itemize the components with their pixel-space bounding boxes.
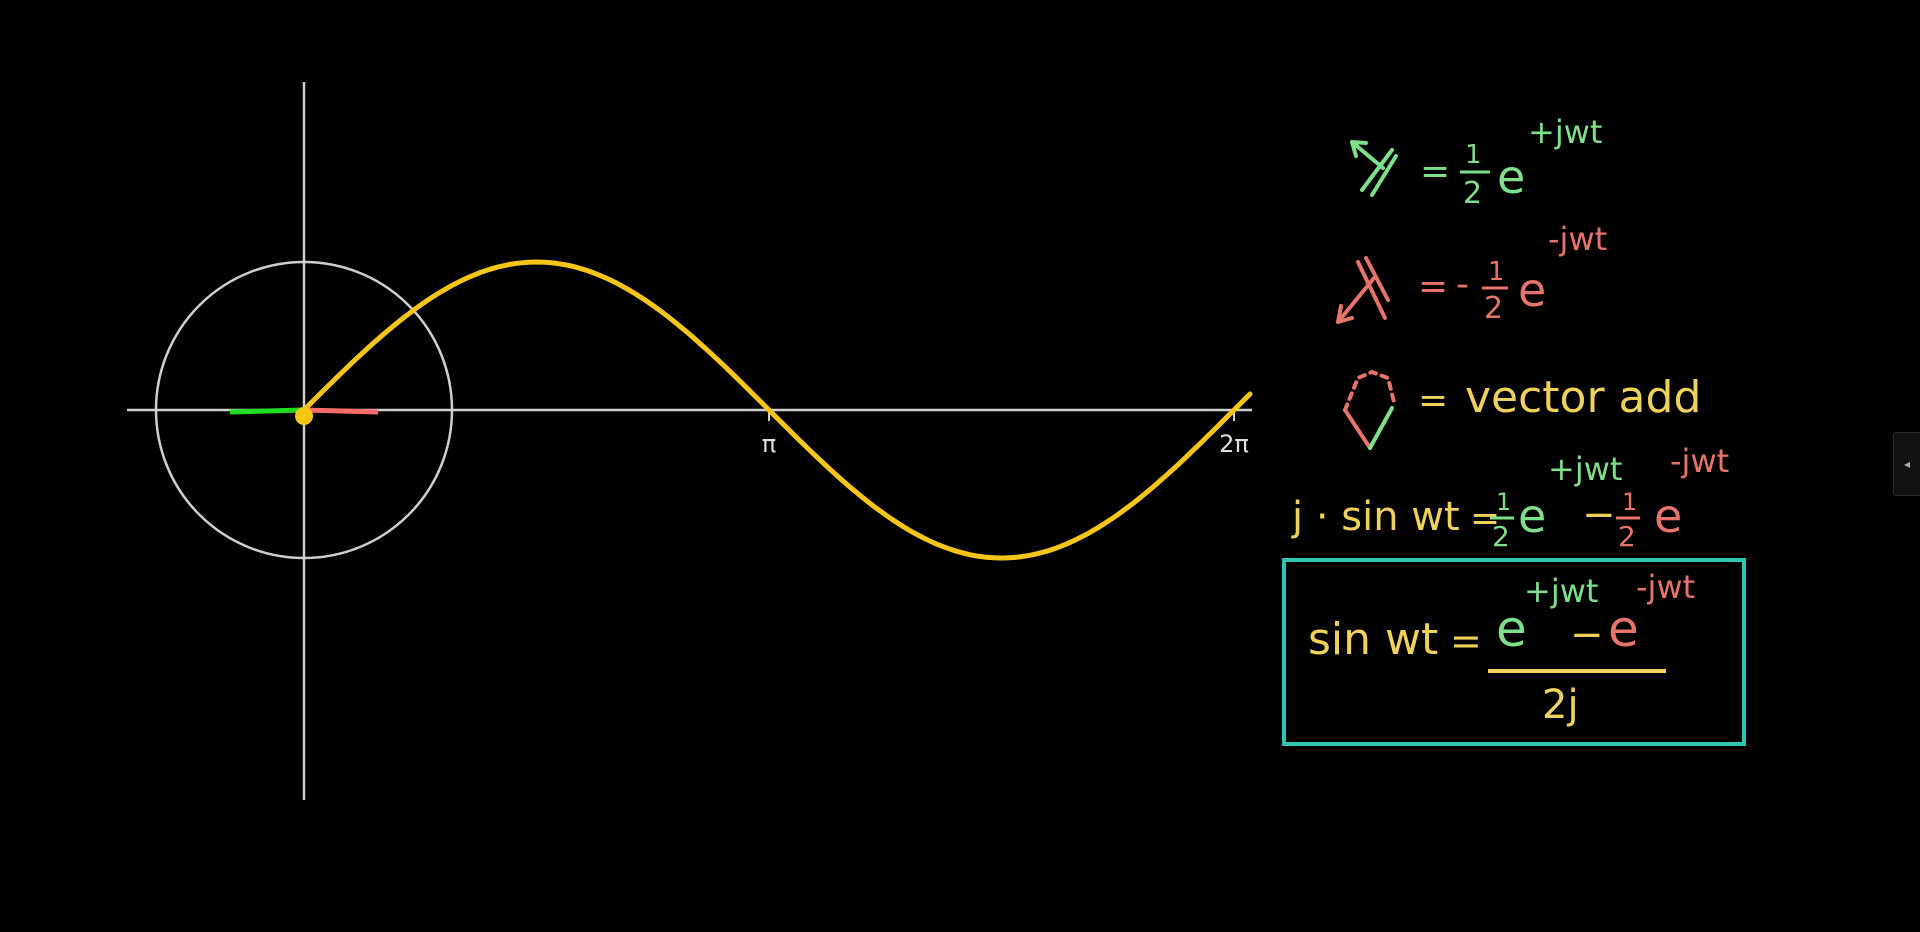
svg-text:2: 2 (1618, 520, 1636, 553)
svg-text:1: 1 (1465, 140, 1482, 170)
note-line-1: = 1 2 e +jwt (1350, 113, 1602, 211)
note-line-3: = vector add (1343, 369, 1701, 450)
origin-point (295, 407, 313, 425)
svg-text:1: 1 (1488, 257, 1505, 287)
result-box (1282, 558, 1746, 746)
svg-text:=: = (1418, 266, 1448, 307)
svg-text:-jwt: -jwt (1670, 442, 1729, 480)
svg-text:e: e (1496, 600, 1527, 658)
svg-text:+jwt: +jwt (1528, 113, 1602, 151)
vector-add-diagram-icon (1343, 369, 1397, 450)
svg-text:e: e (1518, 263, 1546, 317)
svg-text:−: − (1570, 612, 1604, 658)
svg-text:j · sin wt: j · sin wt (1291, 494, 1460, 540)
svg-text:e: e (1654, 489, 1682, 543)
red-arrow-vector-icon (1336, 256, 1390, 324)
svg-text:vector add: vector add (1465, 372, 1701, 423)
collapse-left-icon: ◂ (1903, 457, 1911, 471)
tick-label-pi: π (762, 430, 776, 458)
note-line-2: = - 1 2 e -jwt (1336, 220, 1607, 326)
svg-text:−: − (1582, 492, 1616, 538)
sine-curve (301, 259, 1253, 561)
svg-text:2: 2 (1484, 291, 1503, 326)
svg-text:e: e (1608, 600, 1639, 658)
unit-circle (154, 260, 454, 560)
svg-text:1: 1 (1496, 488, 1511, 516)
svg-text:2: 2 (1492, 520, 1510, 553)
svg-text:sin wt: sin wt (1308, 614, 1438, 665)
svg-text:+jwt: +jwt (1548, 450, 1622, 488)
svg-text:e: e (1497, 150, 1525, 204)
svg-text:-jwt: -jwt (1636, 568, 1695, 606)
svg-text:1: 1 (1622, 488, 1637, 516)
svg-text:-jwt: -jwt (1548, 220, 1607, 258)
tick-label-2pi: 2π (1219, 430, 1249, 458)
svg-text:e: e (1518, 489, 1546, 543)
green-arrow-vector-icon (1350, 140, 1398, 197)
svg-text:2: 2 (1463, 176, 1482, 211)
svg-text:=: = (1450, 619, 1482, 663)
red-vector (303, 407, 379, 415)
boxed-result: sin wt = e +jwt − e -jwt 2j (1282, 558, 1746, 746)
svg-text:2j: 2j (1542, 682, 1579, 728)
svg-text:=: = (1420, 151, 1450, 192)
collapse-side-panel-button[interactable]: ◂ (1893, 432, 1920, 496)
svg-text:=: = (1418, 380, 1448, 421)
svg-text:+jwt: +jwt (1524, 572, 1598, 610)
svg-text:-: - (1456, 264, 1469, 305)
green-vector (229, 407, 305, 415)
note-line-4: j · sin wt = 1 2 e +jwt − 1 2 e -jwt (1291, 442, 1729, 553)
